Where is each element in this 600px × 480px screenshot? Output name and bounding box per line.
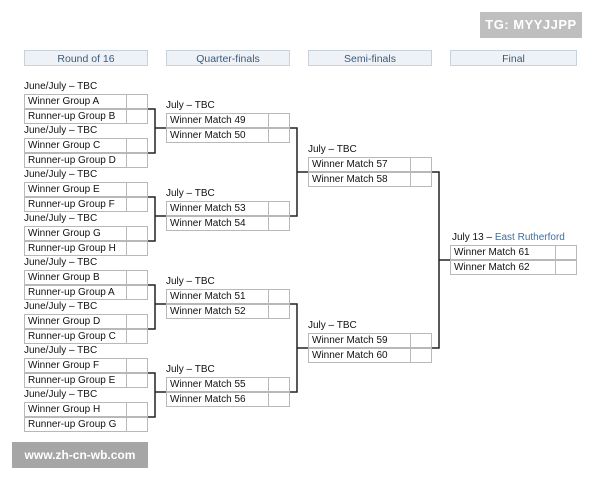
- team-slot: Winner Match 62: [450, 260, 577, 275]
- team-name: Runner-up Group B: [28, 111, 116, 122]
- team-name: Winner Match 53: [170, 203, 246, 214]
- match-date: July – TBC: [166, 188, 215, 199]
- team-slot: Runner-up Group B: [24, 109, 148, 124]
- team-slot: Winner Group A: [24, 94, 148, 109]
- connector-line: [290, 127, 308, 217]
- watermark-tag: TG: MYYJJPP: [480, 12, 582, 38]
- team-name: Winner Match 55: [170, 379, 246, 390]
- match-date: June/July – TBC: [24, 213, 98, 224]
- team-slot: Winner Match 55: [166, 377, 290, 392]
- connector-line: [290, 303, 308, 393]
- team-slot: Winner Match 58: [308, 172, 432, 187]
- match-date: July – TBC: [166, 100, 215, 111]
- team-slot: Winner Match 56: [166, 392, 290, 407]
- match-date: June/July – TBC: [24, 345, 98, 356]
- team-slot: Runner-up Group G: [24, 417, 148, 432]
- team-slot: Winner Group H: [24, 402, 148, 417]
- team-name: Winner Match 52: [170, 306, 246, 317]
- match-date: July – TBC: [166, 276, 215, 287]
- team-name: Runner-up Group F: [28, 199, 115, 210]
- team-slot: Winner Group G: [24, 226, 148, 241]
- team-slot: Winner Match 51: [166, 289, 290, 304]
- match-date: June/July – TBC: [24, 389, 98, 400]
- header-quarter-finals: Quarter-finals: [166, 50, 290, 66]
- team-name: Winner Group G: [28, 228, 101, 239]
- match-date: July 13 – East Rutherford: [452, 231, 565, 244]
- team-slot: Winner Match 53: [166, 201, 290, 216]
- team-name: Winner Group H: [28, 404, 101, 415]
- team-name: Winner Match 60: [312, 350, 388, 361]
- team-name: Runner-up Group C: [28, 331, 116, 342]
- team-name: Winner Match 61: [454, 247, 530, 258]
- team-slot: Winner Group E: [24, 182, 148, 197]
- team-slot: Winner Group B: [24, 270, 148, 285]
- match-date: June/July – TBC: [24, 81, 98, 92]
- team-name: Winner Match 62: [454, 262, 530, 273]
- team-slot: Winner Match 57: [308, 157, 432, 172]
- header-final: Final: [450, 50, 577, 66]
- team-name: Winner Group E: [28, 184, 100, 195]
- team-slot: Winner Group D: [24, 314, 148, 329]
- match-date: July – TBC: [308, 144, 357, 155]
- team-name: Winner Match 54: [170, 218, 246, 229]
- team-slot: Runner-up Group D: [24, 153, 148, 168]
- team-name: Runner-up Group E: [28, 375, 116, 386]
- team-name: Winner Match 51: [170, 291, 246, 302]
- team-name: Winner Group F: [28, 360, 100, 371]
- match-date: July – TBC: [308, 320, 357, 331]
- match-date: June/July – TBC: [24, 169, 98, 180]
- team-slot: Runner-up Group F: [24, 197, 148, 212]
- final-location: East Rutherford: [494, 232, 565, 243]
- final-date: July 13 –: [452, 232, 495, 243]
- team-name: Winner Match 57: [312, 159, 388, 170]
- team-slot: Winner Match 61: [450, 245, 577, 260]
- team-name: Winner Group D: [28, 316, 101, 327]
- watermark-site: www.zh-cn-wb.com: [12, 442, 148, 468]
- connector-line: [148, 372, 166, 418]
- connector-line: [148, 284, 166, 330]
- team-name: Winner Match 50: [170, 130, 246, 141]
- team-name: Winner Group B: [28, 272, 100, 283]
- team-slot: Winner Group F: [24, 358, 148, 373]
- team-name: Winner Group C: [28, 140, 101, 151]
- connector-line: [432, 171, 450, 349]
- header-semi-finals: Semi-finals: [308, 50, 432, 66]
- team-name: Winner Match 59: [312, 335, 388, 346]
- connector-line: [148, 108, 166, 154]
- team-name: Winner Group A: [28, 96, 100, 107]
- team-slot: Runner-up Group A: [24, 285, 148, 300]
- match-date: June/July – TBC: [24, 301, 98, 312]
- team-name: Winner Match 56: [170, 394, 246, 405]
- team-slot: Winner Match 54: [166, 216, 290, 231]
- team-name: Winner Match 58: [312, 174, 388, 185]
- team-slot: Winner Group C: [24, 138, 148, 153]
- team-slot: Runner-up Group C: [24, 329, 148, 344]
- team-slot: Winner Match 50: [166, 128, 290, 143]
- team-name: Winner Match 49: [170, 115, 246, 126]
- team-name: Runner-up Group D: [28, 155, 116, 166]
- header-round-of-16: Round of 16: [24, 50, 148, 66]
- team-name: Runner-up Group A: [28, 287, 115, 298]
- team-slot: Runner-up Group E: [24, 373, 148, 388]
- team-slot: Winner Match 52: [166, 304, 290, 319]
- match-date: July – TBC: [166, 364, 215, 375]
- team-slot: Winner Match 49: [166, 113, 290, 128]
- team-slot: Runner-up Group H: [24, 241, 148, 256]
- match-date: June/July – TBC: [24, 125, 98, 136]
- match-date: June/July – TBC: [24, 257, 98, 268]
- team-slot: Winner Match 59: [308, 333, 432, 348]
- team-name: Runner-up Group H: [28, 243, 116, 254]
- team-slot: Winner Match 60: [308, 348, 432, 363]
- team-name: Runner-up Group G: [28, 419, 117, 430]
- connector-line: [148, 196, 166, 242]
